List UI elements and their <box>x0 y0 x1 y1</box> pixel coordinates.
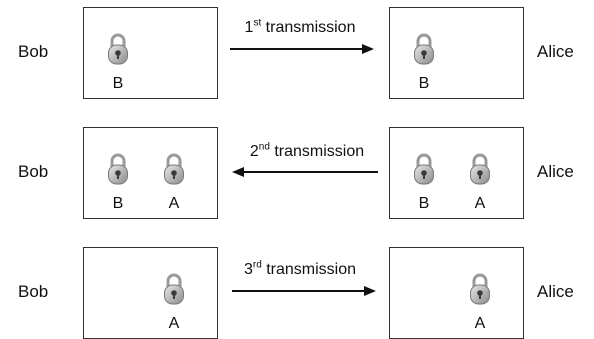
bob-label-row1: Bob <box>18 42 49 61</box>
ordinal-suffix: nd <box>258 141 270 153</box>
alice-label-row2: Alice <box>537 162 574 181</box>
transmission-text: transmission <box>269 143 365 160</box>
transmission-text: transmission <box>261 19 356 36</box>
alice-label-row1: Alice <box>537 42 574 61</box>
arrow-right-icon <box>230 44 374 54</box>
transmission-label-1: 1st transmission <box>215 18 385 38</box>
padlock-icon <box>107 152 129 186</box>
lock-label-b: B <box>418 75 430 92</box>
padlock-icon <box>469 152 491 186</box>
alice-box-row1: B <box>389 7 524 99</box>
lock-label-a: A <box>168 195 180 212</box>
ordinal-number: 3 <box>243 261 253 278</box>
padlock-icon <box>163 152 185 186</box>
padlock-icon <box>413 152 435 186</box>
lock-label-a: A <box>168 315 180 332</box>
ordinal-number: 1 <box>244 19 254 36</box>
padlock-icon <box>107 32 129 66</box>
bob-box-row2: B A <box>83 127 218 219</box>
padlock-icon <box>469 272 491 306</box>
alice-box-row2: B A <box>389 127 524 219</box>
lock-label-a: A <box>474 315 486 332</box>
lock-label-b: B <box>418 195 430 212</box>
ordinal-suffix: rd <box>252 259 262 271</box>
ordinal-number: 2 <box>249 143 259 160</box>
ordinal-suffix: st <box>253 17 262 29</box>
bob-label-row2: Bob <box>18 162 49 181</box>
padlock-icon <box>413 32 435 66</box>
bob-box-row3: A <box>83 247 218 339</box>
transmission-text: transmission <box>261 261 357 278</box>
lock-label-a: A <box>474 195 486 212</box>
padlock-icon <box>163 272 185 306</box>
transmission-label-3: 3rd transmission <box>215 260 385 280</box>
arrow-right-icon <box>232 286 376 296</box>
transmission-label-2: 2nd transmission <box>222 142 392 162</box>
arrow-left-icon <box>232 167 378 177</box>
lock-label-b: B <box>112 75 124 92</box>
alice-box-row3: A <box>389 247 524 339</box>
lock-label-b: B <box>112 195 124 212</box>
alice-label-row3: Alice <box>537 282 574 301</box>
bob-box-row1: B <box>83 7 218 99</box>
bob-label-row3: Bob <box>18 282 49 301</box>
